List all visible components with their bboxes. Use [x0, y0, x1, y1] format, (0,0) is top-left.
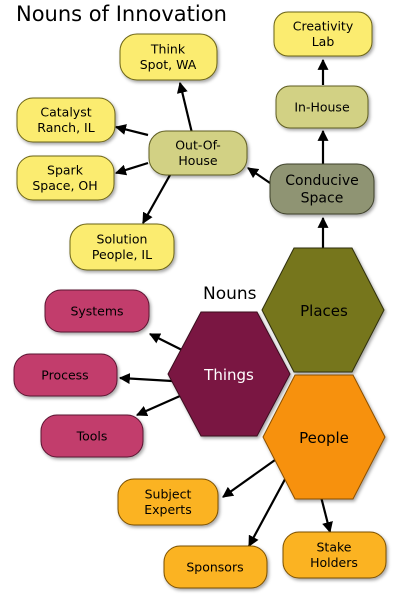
sponsors-label: Sponsors: [186, 559, 243, 574]
out-of-house-label: Out-Of-House: [175, 138, 221, 169]
node-label-line: Creativity: [293, 19, 354, 34]
edge-outofhouse-catalyst: [114, 124, 149, 137]
sponsors-node: [163, 545, 268, 589]
tools-node: [40, 414, 144, 458]
people-label: People: [299, 429, 349, 447]
node-label-line: In-House: [294, 99, 350, 114]
node-label-line: Sponsors: [186, 559, 243, 574]
node-label-line: Conducive: [285, 173, 358, 189]
center-label: Nouns: [203, 284, 257, 304]
node-label-line: Tools: [76, 428, 108, 443]
systems-node: [44, 289, 150, 333]
stake-holders-node: [282, 531, 387, 579]
subject-experts-node: [117, 478, 219, 526]
node-label-line: Subject: [145, 487, 192, 502]
node-label-line: Spark: [47, 163, 84, 178]
spark-space-node: [16, 155, 115, 201]
things-label: Things: [203, 366, 254, 384]
diagram-title: Nouns of Innovation: [16, 2, 227, 26]
process-node: [13, 353, 118, 397]
node-label-line: Lab: [312, 34, 335, 49]
node-label-line: Think: [150, 42, 186, 57]
node-label-line: Holders: [310, 555, 358, 570]
tools-label: Tools: [76, 428, 108, 443]
node-label-line: House: [178, 153, 217, 168]
in-house-label: In-House: [294, 99, 350, 114]
edge-people-sponsors: [248, 469, 291, 547]
out-of-house-node: [148, 130, 248, 176]
node-label-line: Experts: [144, 502, 191, 517]
edge-things-systems: [149, 333, 183, 351]
edge-outofhouse-think: [176, 81, 194, 134]
places-label: Places: [300, 302, 348, 320]
people-hexagon: [262, 374, 386, 500]
creativity-lab-node: [273, 11, 373, 57]
solution-people-node: [69, 223, 175, 271]
places-hexagon: [261, 247, 385, 373]
node-label-line: Out-Of-: [175, 138, 221, 153]
edge-things-process: [118, 373, 173, 385]
node-label-line: Spot, WA: [140, 57, 197, 72]
node-label-line: Ranch, IL: [37, 120, 94, 135]
node-label-line: Solution: [97, 232, 148, 247]
catalyst-ranch-node: [16, 97, 116, 143]
node-label-line: Space, OH: [32, 178, 97, 193]
process-label: Process: [41, 367, 88, 382]
edge-conducive-outofhouse: [247, 167, 271, 184]
node-label-line: Catalyst: [40, 105, 91, 120]
node-label-line: Process: [41, 367, 88, 382]
edge-outofhouse-solution: [142, 174, 171, 224]
edge-people-experts: [222, 459, 276, 498]
things-hexagon: [167, 311, 291, 437]
node-label-line: Systems: [70, 303, 123, 318]
conducive-space-node: [269, 163, 375, 215]
systems-label: Systems: [70, 303, 123, 318]
node-label-line: Stake: [317, 540, 352, 555]
edge-things-tools: [135, 394, 181, 417]
think-spot-node: [119, 33, 218, 81]
in-house-node: [275, 85, 369, 129]
node-label-line: Space: [301, 191, 344, 207]
node-label-line: People, IL: [92, 247, 152, 262]
edge-outofhouse-spark: [114, 161, 149, 176]
